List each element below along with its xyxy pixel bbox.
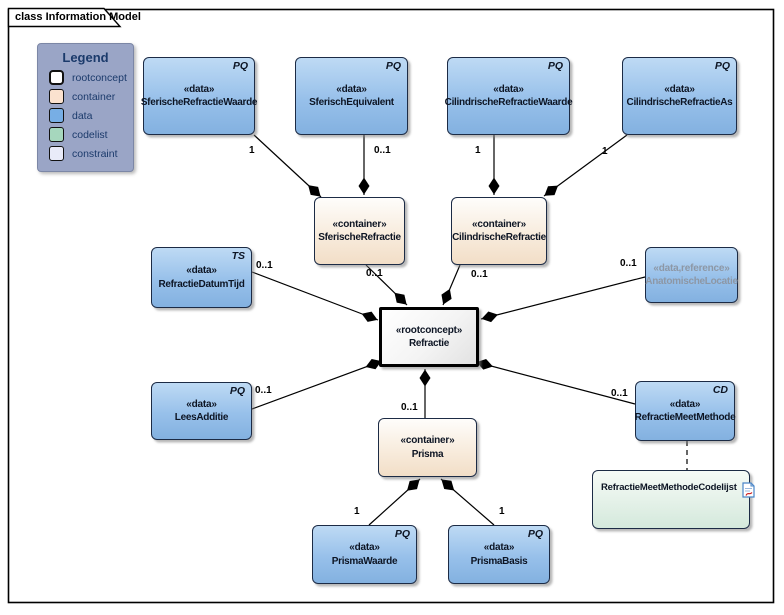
node-name: PrismaBasis: [470, 555, 528, 567]
node-sferische-refractie[interactable]: «container» SferischeRefractie: [314, 197, 405, 265]
legend-item-label: rootconcept: [72, 71, 127, 84]
edge-refractiedatumtijd: [251, 271, 379, 322]
datatype-label: PQ: [714, 60, 730, 72]
legend-item-data: data: [49, 108, 133, 123]
node-name: RefractieMeetMethodeCodelijst: [601, 482, 737, 493]
legend-item-container: container: [49, 89, 133, 104]
legend-title: Legend: [62, 50, 109, 65]
datatype-label: CD: [712, 384, 728, 396]
legend-item-label: constraint: [72, 147, 118, 160]
container-swatch: [49, 89, 64, 104]
data-swatch: [49, 108, 64, 123]
node-refractie-datum-tijd[interactable]: TS «data» RefractieDatumTijd: [151, 247, 252, 308]
stereotype-label: «data»: [349, 542, 380, 553]
datatype-label: PQ: [527, 528, 543, 540]
edge-refractiemeetmethode: [475, 358, 636, 405]
edge-prismawaarde: [368, 478, 421, 526]
legend: Legend rootconcept container data codeli…: [37, 43, 134, 172]
edge-cilindrischerefractieas: [543, 134, 628, 197]
node-lees-additie[interactable]: PQ «data» LeesAdditie: [151, 382, 252, 440]
node-cilindrische-refractie[interactable]: «container» CilindrischeRefractie: [451, 197, 547, 265]
legend-item-constraint: constraint: [49, 146, 133, 161]
codelist-swatch: [49, 127, 64, 142]
stereotype-label: «data»: [669, 398, 701, 410]
stereotype-label: «data»: [186, 265, 217, 276]
node-name: AnatomischeLocatie: [645, 276, 738, 287]
node-name: RefractieDatumTijd: [158, 278, 245, 290]
multiplicity-label: 1: [354, 506, 360, 517]
multiplicity-label: 0..1: [374, 145, 391, 156]
edge-prismabasis: [440, 478, 495, 526]
node-cilindrische-refractie-as[interactable]: PQ «data» CilindrischeRefractieAs: [622, 57, 737, 135]
node-refractie[interactable]: «rootconcept» Refractie: [379, 307, 479, 367]
node-name: CilindrischeRefractie: [452, 232, 546, 243]
multiplicity-label: 0..1: [255, 385, 272, 396]
multiplicity-label: 1: [602, 146, 608, 157]
multiplicity-label: 0..1: [401, 402, 418, 413]
multiplicity-label: 1: [249, 145, 255, 156]
multiplicity-label: 1: [475, 145, 481, 156]
rootconcept-swatch: [49, 70, 64, 85]
frame-border: [7, 8, 775, 604]
stereotype-label: «rootconcept»: [395, 324, 463, 336]
multiplicity-label: 0..1: [256, 260, 273, 271]
stereotype-label: «data»: [493, 83, 524, 95]
node-prisma[interactable]: «container» Prisma: [378, 418, 477, 477]
edge-sferischerefractiewaarde: [253, 134, 322, 198]
stereotype-label: «data»: [186, 398, 217, 410]
edge-cilindrischerefractie: [441, 264, 461, 306]
datatype-label: TS: [231, 250, 245, 262]
datatype-label: PQ: [232, 60, 248, 72]
multiplicity-label: 0..1: [611, 388, 628, 399]
legend-item-label: data: [72, 109, 93, 122]
stereotype-label: «data,reference»: [653, 262, 730, 274]
stereotype-label: «container»: [332, 218, 387, 230]
node-name: RefractieMeetMethode: [634, 412, 736, 423]
node-refractie-meet-methode[interactable]: CD «data» RefractieMeetMethode: [634, 381, 736, 441]
node-name: SferischEquivalent: [309, 97, 394, 108]
datatype-label: PQ: [547, 60, 563, 72]
stereotype-label: «container»: [400, 435, 455, 446]
legend-item-codelist: codelist: [49, 127, 133, 142]
node-prisma-basis[interactable]: PQ «data» PrismaBasis: [448, 525, 550, 584]
multiplicity-label: 0..1: [620, 258, 637, 269]
node-name: CilindrischeRefractieWaarde: [444, 97, 573, 108]
node-cilindrische-refractie-waarde[interactable]: PQ «data» CilindrischeRefractieWaarde: [444, 57, 573, 135]
edge-anatomischelocatie: [480, 276, 646, 323]
node-sferisch-equivalent[interactable]: PQ «data» SferischEquivalent: [295, 57, 408, 135]
node-name: Prisma: [411, 448, 444, 460]
stereotype-label: «data»: [336, 83, 367, 95]
edge-sferischerefractie: [365, 264, 408, 306]
frame-tab: [7, 7, 122, 28]
node-name: PrismaWaarde: [331, 555, 398, 567]
constraint-swatch: [49, 146, 64, 161]
legend-item-label: codelist: [72, 128, 108, 141]
multiplicity-label: 0..1: [366, 268, 383, 279]
diagram-title: class Information Model: [15, 11, 141, 23]
node-name: Refractie: [408, 338, 450, 349]
node-name: SferischeRefractie: [318, 232, 401, 243]
multiplicity-label: 1: [499, 506, 505, 517]
legend-item-rootconcept: rootconcept: [49, 70, 133, 85]
node-name: SferischeRefractieWaarde: [140, 97, 258, 108]
node-sferische-refractie-waarde[interactable]: PQ «data» SferischeRefractieWaarde: [140, 57, 258, 135]
node-anatomische-locatie[interactable]: «data,reference» AnatomischeLocatie: [645, 247, 738, 303]
multiplicity-label: 0..1: [471, 269, 488, 280]
codelist-document-icon: [742, 482, 755, 503]
node-name: CilindrischeRefractieAs: [626, 97, 733, 108]
edge-leesadditie: [251, 358, 383, 410]
node-refractie-meet-methode-codelijst[interactable]: RefractieMeetMethodeCodelijst: [592, 470, 755, 529]
stereotype-label: «data»: [483, 542, 515, 553]
datatype-label: PQ: [385, 60, 401, 72]
stereotype-label: «data»: [664, 83, 695, 95]
datatype-label: PQ: [394, 528, 410, 540]
datatype-label: PQ: [229, 385, 245, 397]
node-name: LeesAdditie: [174, 412, 229, 423]
stereotype-label: «container»: [472, 218, 526, 230]
legend-item-label: container: [72, 90, 116, 103]
stereotype-label: «data»: [183, 83, 215, 95]
node-prisma-waarde[interactable]: PQ «data» PrismaWaarde: [312, 525, 417, 584]
